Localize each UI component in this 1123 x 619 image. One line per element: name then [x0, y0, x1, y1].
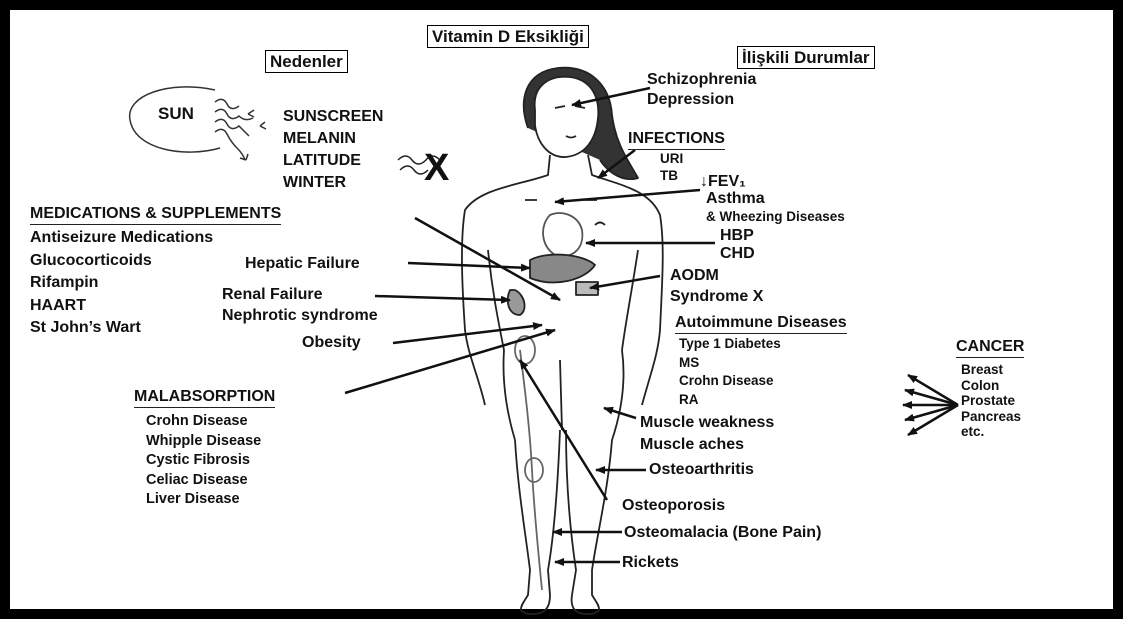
- infections-list: URI TB: [660, 150, 683, 184]
- osteoporosis-label: Osteoporosis: [622, 498, 725, 514]
- medication-item: Glucocorticoids: [30, 250, 213, 273]
- autoimmune-item: Type 1 Diabetes: [679, 335, 781, 354]
- sun-factor-item: MELANIN: [283, 128, 383, 150]
- syndrome-x-label: Syndrome X: [670, 289, 763, 305]
- malabsorption-item: Crohn Disease: [146, 412, 261, 432]
- autoimmune-list: Type 1 Diabetes MS Crohn Disease RA: [679, 335, 781, 409]
- medications-header: MEDICATIONS & SUPPLEMENTS: [30, 206, 281, 225]
- muscle-weakness-label: Muscle weakness: [640, 415, 774, 431]
- arrow-fev: [555, 190, 700, 202]
- aodm-label: AODM: [670, 268, 719, 284]
- cancer-list: Breast Colon Prostate Pancreas etc.: [961, 362, 1021, 440]
- osteomalacia-label: Osteomalacia (Bone Pain): [624, 525, 821, 541]
- cancer-item: Prostate: [961, 393, 1021, 409]
- osteoarthritis-label: Osteoarthritis: [649, 462, 754, 478]
- cancer-item: Pancreas: [961, 409, 1021, 425]
- malabsorption-header: MALABSORPTION: [134, 389, 275, 408]
- medication-item: Antiseizure Medications: [30, 227, 213, 250]
- autoimmune-item: RA: [679, 391, 781, 410]
- obesity-label: Obesity: [302, 335, 361, 351]
- sun-factor-item: WINTER: [283, 172, 383, 194]
- malabsorption-item: Whipple Disease: [146, 432, 261, 452]
- fev-label: ↓FEV₁: [700, 174, 746, 190]
- arrow-aodm: [590, 276, 660, 288]
- depression-label: Depression: [647, 92, 734, 108]
- medication-item: Rifampin: [30, 272, 213, 295]
- hepatic-failure-label: Hepatic Failure: [245, 256, 360, 272]
- infection-item: URI: [660, 150, 683, 167]
- cancer-item: etc.: [961, 424, 1021, 440]
- sun-factor-item: SUNSCREEN: [283, 106, 383, 128]
- sun-label: SUN: [158, 105, 194, 122]
- wheezing-label: & Wheezing Diseases: [706, 210, 845, 224]
- causes-header: Nedenler: [265, 50, 348, 73]
- asthma-label: Asthma: [706, 191, 765, 207]
- diagram-title: Vitamin D Eksikliği: [427, 25, 589, 48]
- sun-factors-list: SUNSCREEN MELANIN LATITUDE WINTER: [283, 106, 383, 194]
- nephrotic-syndrome-label: Nephrotic syndrome: [222, 308, 378, 324]
- medication-item: HAART: [30, 295, 213, 318]
- arrow-hepatic: [408, 263, 530, 268]
- infections-header: INFECTIONS: [628, 131, 725, 150]
- autoimmune-item: MS: [679, 354, 781, 373]
- hbp-label: HBP: [720, 228, 754, 244]
- malabsorption-item: Cystic Fibrosis: [146, 451, 261, 471]
- arrow-renal: [375, 296, 510, 300]
- sun-factor-item: LATITUDE: [283, 150, 383, 172]
- autoimmune-item: Crohn Disease: [679, 372, 781, 391]
- renal-failure-label: Renal Failure: [222, 287, 322, 303]
- sun-icon: [130, 87, 266, 160]
- malabsorption-item: Liver Disease: [146, 490, 261, 510]
- medications-list: Antiseizure Medications Glucocorticoids …: [30, 227, 213, 340]
- schizophrenia-label: Schizophrenia: [647, 72, 756, 88]
- malabsorption-list: Crohn Disease Whipple Disease Cystic Fib…: [146, 412, 261, 510]
- medication-item: St John’s Wart: [30, 317, 213, 340]
- infection-item: TB: [660, 167, 683, 184]
- autoimmune-header: Autoimmune Diseases: [675, 315, 847, 334]
- cancer-item: Breast: [961, 362, 1021, 378]
- cancer-header: CANCER: [956, 339, 1024, 358]
- x-mark: X: [424, 149, 449, 187]
- rickets-label: Rickets: [622, 555, 679, 571]
- cancer-item: Colon: [961, 378, 1021, 394]
- malabsorption-item: Celiac Disease: [146, 471, 261, 491]
- muscle-aches-label: Muscle aches: [640, 437, 744, 453]
- related-header: İlişkili Durumlar: [737, 46, 875, 69]
- chd-label: CHD: [720, 246, 755, 262]
